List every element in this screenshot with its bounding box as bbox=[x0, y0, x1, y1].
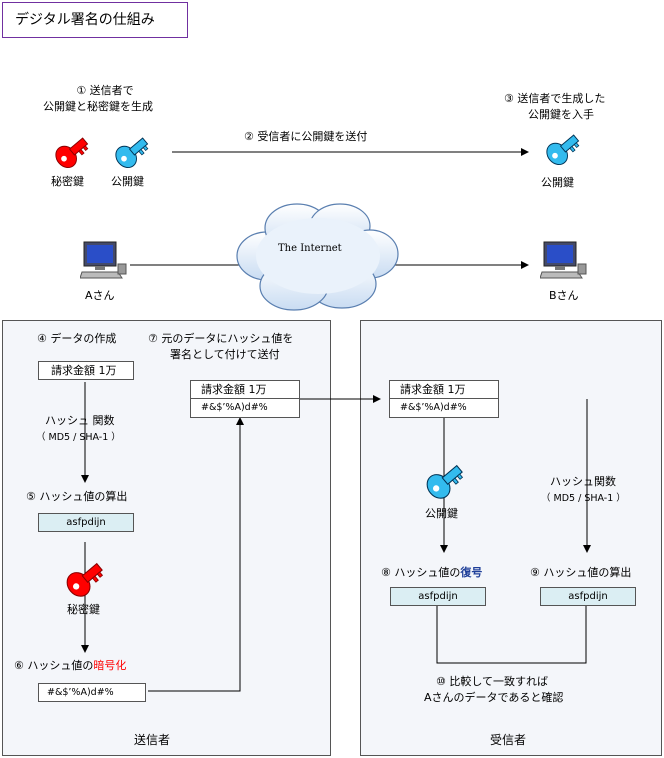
step6-highlight: 暗号化 bbox=[93, 659, 127, 672]
sender-hash-func-label: ハッシュ 関数 bbox=[45, 414, 115, 427]
signed-hash-cell: #&$’%A)d#% bbox=[201, 402, 268, 413]
step7-line2: 署名として付けて送付 bbox=[170, 348, 280, 361]
step1-line1: ① 送信者で bbox=[76, 84, 134, 97]
step10-line1: ⑩ 比較して一致すれば bbox=[436, 675, 549, 688]
public-key-right-icon bbox=[546, 134, 580, 166]
receiver-hash-algo: （ MD5 / SHA-1 ） bbox=[541, 493, 626, 504]
user-a-label: Aさん bbox=[85, 289, 115, 302]
receiver-public-key-icon bbox=[426, 464, 464, 499]
internet-cloud-icon bbox=[236, 203, 399, 311]
sender-panel-label: 送信者 bbox=[134, 733, 171, 747]
page-title: デジタル署名の仕組み bbox=[2, 2, 188, 38]
received-hash-cell: #&$’%A)d#% bbox=[400, 402, 467, 413]
public-key-label: 公開鍵 bbox=[111, 175, 144, 188]
receiver-decrypted-hash: asfpdijn bbox=[390, 587, 486, 606]
receiver-computed-hash: asfpdijn bbox=[540, 587, 636, 606]
received-data-cell: 請求金額 1万 bbox=[390, 381, 498, 399]
computer-a-icon bbox=[80, 241, 127, 279]
secret-key-label: 秘密鍵 bbox=[51, 175, 84, 188]
computer-b-icon bbox=[540, 241, 587, 279]
receiver-panel-label: 受信者 bbox=[490, 733, 527, 747]
sender-encrypted-value: #&$’%A)d#% bbox=[38, 683, 146, 702]
step6-label: ⑥ ハッシュ値の暗号化 bbox=[14, 659, 126, 673]
step2-label: ② 受信者に公開鍵を送付 bbox=[244, 130, 368, 143]
step5-label: ⑤ ハッシュ値の算出 bbox=[26, 490, 128, 503]
step1-line2: 公開鍵と秘密鍵を生成 bbox=[43, 100, 153, 113]
step9-label: ⑨ ハッシュ値の算出 bbox=[530, 566, 632, 579]
received-data-package: 請求金額 1万 #&$’%A)d#% bbox=[389, 380, 499, 418]
step4-label: ④ データの作成 bbox=[37, 332, 117, 345]
signed-data-package: 請求金額 1万 #&$’%A)d#% bbox=[190, 380, 300, 418]
sender-hash-algo: （ MD5 / SHA-1 ） bbox=[36, 432, 121, 443]
internet-label: The Internet bbox=[278, 243, 342, 254]
step10-line2: Aさんのデータであると確認 bbox=[424, 691, 564, 704]
receiver-public-key-label: 公開鍵 bbox=[425, 507, 458, 520]
step8-highlight: 復号 bbox=[460, 566, 483, 579]
public-key-right-label: 公開鍵 bbox=[541, 176, 574, 189]
sender-data-box: 請求金額 1万 bbox=[38, 361, 134, 380]
step3-line1: ③ 送信者で生成した bbox=[504, 92, 606, 105]
user-b-label: Bさん bbox=[549, 289, 579, 302]
step6-prefix: ⑥ ハッシュ値の bbox=[14, 659, 94, 672]
step3-line2: 公開鍵を入手 bbox=[528, 108, 594, 121]
secret-key-icon bbox=[55, 137, 89, 169]
sender-secret-key-label: 秘密鍵 bbox=[67, 603, 100, 616]
step8-prefix: ⑧ ハッシュ値の bbox=[381, 566, 461, 579]
step7-line1: ⑦ 元のデータにハッシュ値を bbox=[148, 332, 294, 345]
receiver-panel bbox=[360, 320, 662, 756]
signed-data-cell: 請求金額 1万 bbox=[191, 381, 299, 399]
sender-hash-value: asfpdijn bbox=[38, 513, 134, 532]
step8-label: ⑧ ハッシュ値の復号 bbox=[381, 566, 482, 580]
public-key-icon bbox=[115, 137, 149, 169]
sender-secret-key-icon bbox=[66, 562, 104, 597]
receiver-hash-func-label: ハッシュ関数 bbox=[550, 475, 616, 488]
